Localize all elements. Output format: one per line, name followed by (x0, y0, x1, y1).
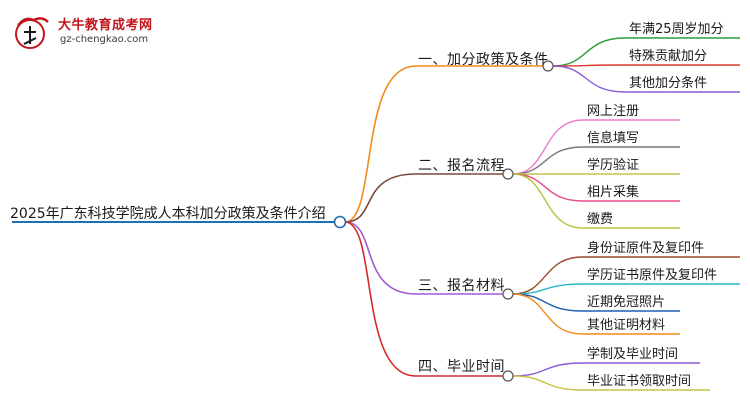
edge-branch-1-to-leaf-3 (552, 65, 626, 93)
leaf-topic-1-2: 特殊贡献加分 (629, 49, 708, 64)
edge-branch-4-to-leaf-2 (512, 375, 584, 391)
leaf-topic-2-2: 信息填写 (587, 131, 640, 146)
leaf-topic-3-1: 身份证原件及复印件 (587, 241, 705, 256)
branch-node-1 (542, 60, 554, 72)
logo-site-url: gz-chengkao.com (60, 34, 149, 45)
leaf-topic-1-3: 其他加分条件 (629, 76, 708, 91)
branch-topic-3: 三、报名材料 (418, 278, 505, 294)
edge-branch-4-to-leaf-1 (512, 362, 584, 377)
edge-branch-3-to-leaf-4 (512, 293, 584, 335)
edge-root-to-branch-4 (344, 221, 417, 377)
leaf-topic-3-2: 学历证书原件及复印件 (587, 268, 718, 283)
edge-branch-2-to-leaf-2 (512, 146, 584, 175)
branch-topic-2: 二、报名流程 (418, 158, 505, 174)
edge-branch-1-to-leaf-1 (552, 37, 626, 67)
edge-root-to-branch-2 (344, 173, 417, 223)
edge-branch-3-to-leaf-2 (512, 283, 584, 295)
edge-root-to-branch-1 (344, 65, 417, 223)
leaf-topic-2-1: 网上注册 (587, 104, 640, 119)
edge-root-to-branch-3 (344, 221, 417, 295)
edge-branch-2-to-leaf-5 (512, 173, 584, 229)
leaf-topic-3-4: 其他证明材料 (587, 318, 666, 333)
edge-branch-2-to-leaf-1 (512, 119, 584, 175)
branch-topic-4: 四、毕业时间 (418, 359, 505, 375)
leaf-topic-3-3: 近期免冠照片 (587, 295, 666, 310)
bull-logo-icon (15, 17, 49, 49)
edge-branch-1-to-leaf-2 (552, 64, 626, 67)
branch-node-2 (502, 168, 514, 180)
leaf-topic-4-1: 学制及毕业时间 (587, 347, 679, 362)
branch-node-3 (502, 288, 514, 300)
edge-branch-3-to-leaf-3 (512, 293, 584, 312)
leaf-topic-2-3: 学历验证 (587, 158, 640, 173)
leaf-topic-1-1: 年满25周岁加分 (629, 22, 724, 37)
leaf-topic-2-4: 相片采集 (587, 185, 640, 200)
branch-node-4 (502, 370, 514, 382)
leaf-topic-4-2: 毕业证书领取时间 (587, 374, 692, 389)
site-logo[interactable]: 大牛教育成考网 gz-chengkao.com (8, 10, 178, 54)
logo-site-name: 大牛教育成考网 (58, 18, 153, 33)
root-node (333, 215, 347, 229)
branch-topic-1: 一、加分政策及条件 (418, 52, 549, 68)
edge-branch-3-to-leaf-1 (512, 256, 584, 295)
root-topic: 2025年广东科技学院成人本科加分政策及条件介绍 (10, 206, 326, 222)
leaf-topic-2-5: 缴费 (587, 212, 614, 227)
edge-branch-2-to-leaf-4 (512, 173, 584, 202)
